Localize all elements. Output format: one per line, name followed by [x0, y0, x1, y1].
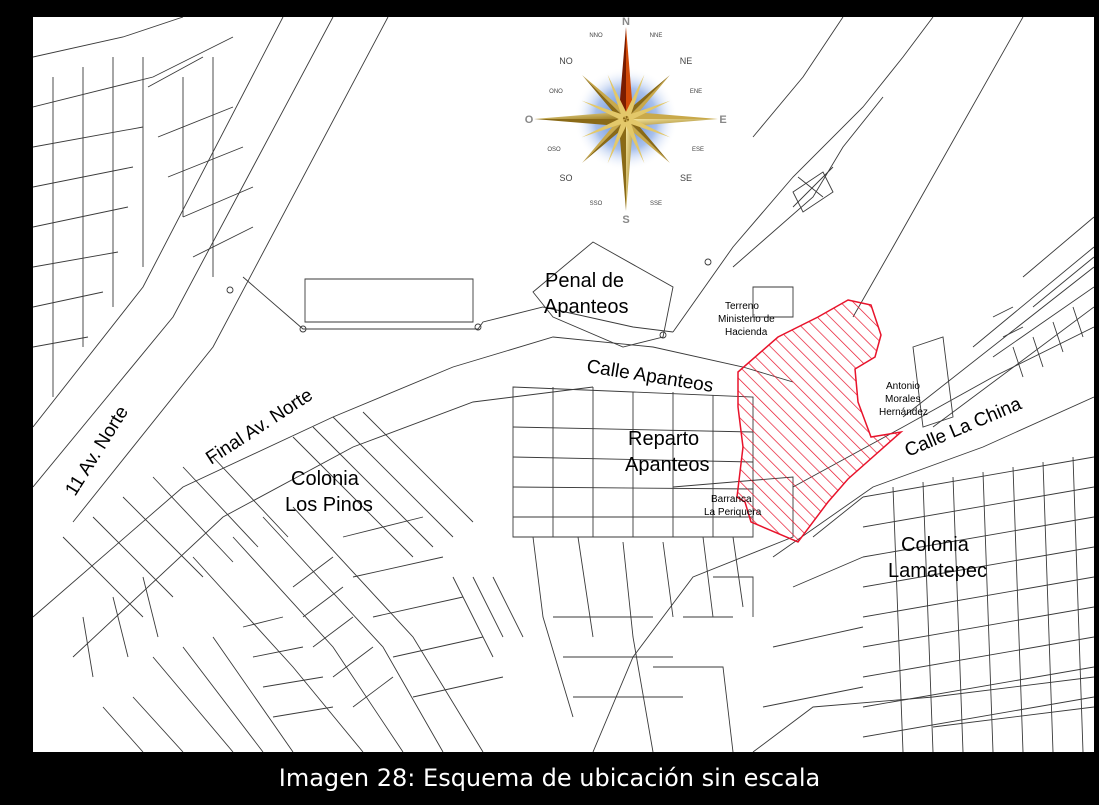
- label-11-av-norte: 11 Av. Norte: [61, 403, 133, 500]
- compass-ne: NE: [680, 56, 693, 66]
- label-reparto-1: Reparto: [628, 428, 699, 450]
- compass-rose: N S E O NE NO SE SO NNE NNO ENE ONO ESE …: [525, 17, 727, 226]
- label-antonio-1: Antonio: [886, 381, 920, 392]
- parcel-lines: [33, 17, 1094, 752]
- label-colonia-lamatepec-2: Lamatepec: [888, 560, 987, 582]
- compass-n: N: [622, 17, 630, 28]
- compass-o: O: [525, 114, 534, 126]
- label-antonio-3: Hernández: [879, 407, 928, 418]
- label-colonia-los-pinos-2: Los Pinos: [285, 494, 373, 516]
- compass-nne: NNE: [650, 33, 663, 39]
- label-terreno-1: Terreno: [725, 301, 759, 312]
- label-terreno-3: Hacienda: [725, 327, 768, 338]
- compass-ono: ONO: [549, 89, 563, 95]
- compass-ese: ESE: [692, 147, 704, 153]
- compass-se: SE: [680, 173, 692, 183]
- label-penal-1: Penal de: [545, 270, 624, 292]
- site-parcel-hatched: [736, 299, 904, 543]
- label-colonia-lamatepec-1: Colonia: [901, 534, 970, 556]
- compass-sse: SSE: [650, 201, 662, 207]
- compass-nno: NNO: [589, 33, 603, 39]
- label-penal-2: Apanteos: [544, 296, 629, 318]
- label-colonia-los-pinos-1: Colonia: [291, 468, 360, 490]
- label-barranca-1: Barranca: [711, 494, 752, 505]
- label-reparto-2: Apanteos: [625, 454, 710, 476]
- map-labels: 11 Av. Norte Final Av. Norte Colonia Los…: [61, 270, 1025, 582]
- label-barranca-2: La Periquera: [704, 507, 762, 518]
- compass-e: E: [719, 114, 726, 126]
- location-map: N S E O NE NO SE SO NNE NNO ENE ONO ESE …: [33, 17, 1094, 752]
- label-final-av-norte: Final Av. Norte: [202, 385, 316, 470]
- label-antonio-2: Morales: [885, 394, 921, 405]
- figure-caption: Imagen 28: Esquema de ubicación sin esca…: [278, 764, 821, 792]
- compass-s: S: [622, 214, 629, 226]
- compass-ene: ENE: [690, 89, 702, 95]
- compass-so: SO: [559, 173, 572, 183]
- label-terreno-2: Ministerio de: [718, 314, 775, 325]
- compass-no: NO: [559, 56, 573, 66]
- compass-sso: SSO: [590, 201, 603, 207]
- compass-rose-icon: [534, 27, 718, 211]
- compass-oso: OSO: [547, 147, 561, 153]
